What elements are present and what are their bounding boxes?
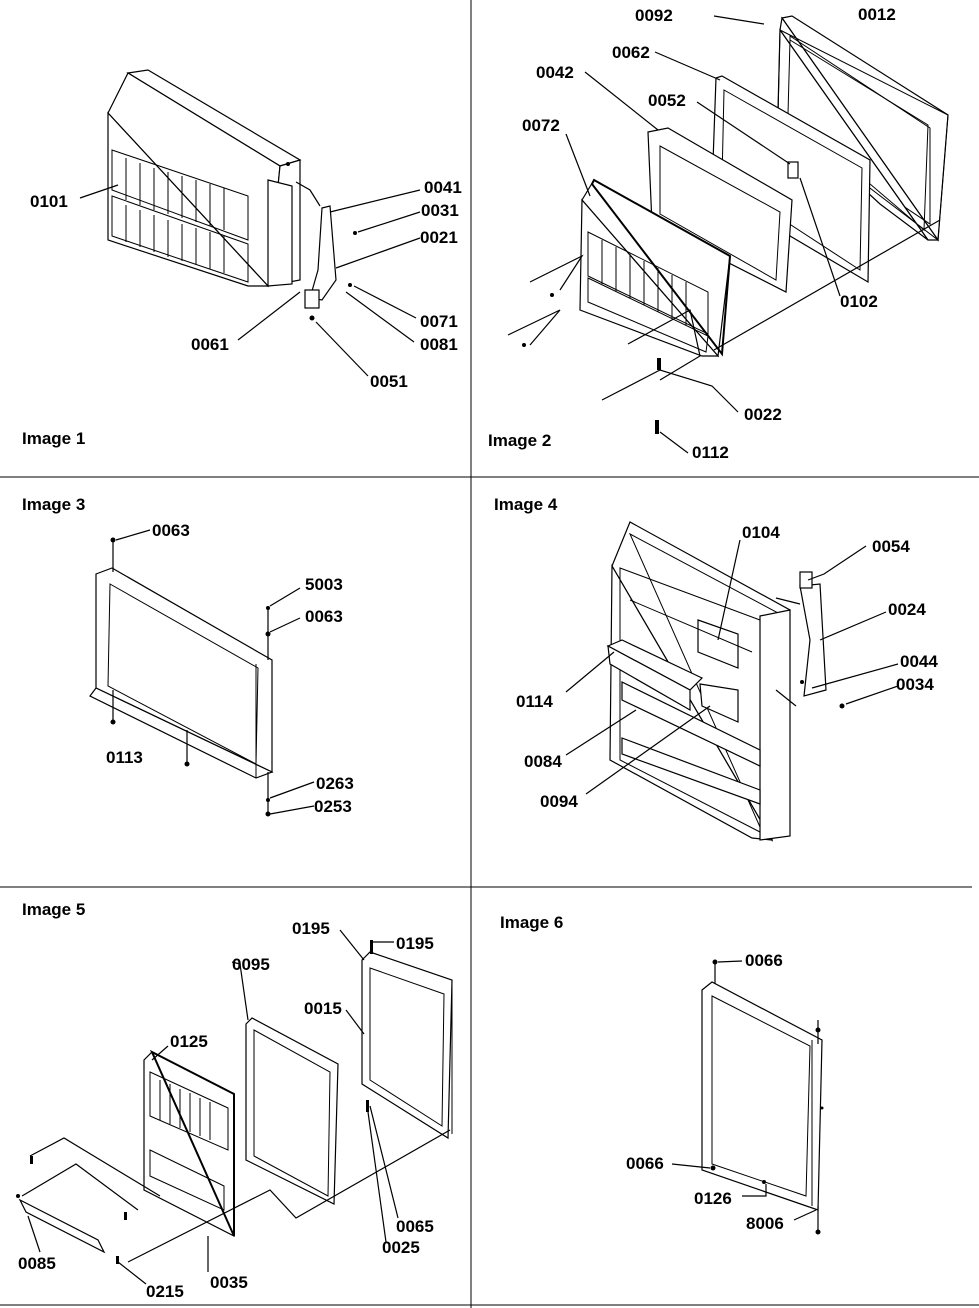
part-label: 0052	[648, 91, 686, 110]
part-label: 0062	[612, 43, 650, 62]
part-label: 0061	[191, 335, 229, 354]
part-label: 0195	[292, 919, 330, 938]
part-label: 0063	[305, 607, 343, 626]
leader-lines	[565, 539, 899, 795]
part-label: 0035	[210, 1273, 248, 1292]
part-label: 0081	[420, 335, 458, 354]
part-label: 0031	[421, 201, 459, 220]
part-label: 0063	[152, 521, 190, 540]
leader-lines	[21, 929, 451, 1285]
hinge-pins	[655, 161, 799, 434]
part-label: 0101	[30, 192, 68, 211]
panel-image-4: Image 4	[494, 495, 938, 842]
part-label: 0051	[370, 372, 408, 391]
panel-title: Image 1	[22, 429, 85, 448]
part-label: 0022	[744, 405, 782, 424]
part-label: 0114	[516, 692, 553, 711]
shelf-rail	[16, 940, 373, 1264]
part-label: 0085	[18, 1254, 56, 1273]
leader-lines	[671, 960, 819, 1232]
panel-title: Image 4	[494, 495, 558, 514]
panel-image-5: Image 5	[16, 900, 453, 1301]
leader-lines	[507, 15, 941, 454]
part-label: 0095	[232, 955, 270, 974]
part-label: 0084	[524, 752, 562, 771]
part-label: 0044	[900, 652, 938, 671]
door-hinge	[799, 571, 845, 709]
leader-lines	[79, 181, 421, 377]
panel-image-6: Image 6 0066 0066 0126 8006	[500, 913, 824, 1235]
outer-door-panel	[361, 951, 453, 1140]
fresh-food-door	[606, 521, 791, 842]
part-label: 0092	[635, 6, 673, 25]
hinge-bracket	[304, 205, 357, 321]
outer-door-panel	[777, 15, 949, 242]
part-label: 0012	[858, 5, 896, 24]
part-label: 0015	[304, 999, 342, 1018]
panel-title: Image 3	[22, 495, 85, 514]
panel-title: Image 6	[500, 913, 563, 932]
panel-title: Image 2	[488, 431, 551, 450]
freezer-drawer-assembly	[107, 69, 302, 288]
part-label: 0263	[316, 774, 354, 793]
part-label: 0195	[396, 934, 434, 953]
panel-title: Image 5	[22, 900, 85, 919]
panel-image-3: Image 3 0063 5003 0	[22, 495, 354, 817]
part-label: 0253	[314, 797, 352, 816]
part-label: 0072	[522, 116, 560, 135]
part-label: 0215	[146, 1282, 184, 1301]
part-label: 0065	[396, 1217, 434, 1236]
door-gasket	[245, 1017, 339, 1205]
part-label: 0025	[382, 1238, 420, 1257]
part-label: 8006	[746, 1214, 784, 1233]
part-label: 0034	[896, 675, 934, 694]
part-label: 0021	[420, 228, 458, 247]
part-label: 0094	[540, 792, 578, 811]
door-frame	[701, 959, 824, 1235]
part-label: 0024	[888, 600, 926, 619]
part-label: 0066	[745, 951, 783, 970]
part-label: 5003	[305, 575, 343, 594]
inner-gasket-frame	[647, 127, 793, 293]
part-label: 0071	[420, 312, 458, 331]
part-label: 0126	[694, 1189, 732, 1208]
leader-lines	[112, 529, 315, 815]
part-label: 0041	[424, 178, 462, 197]
part-label: 0066	[626, 1154, 664, 1173]
part-label: 0042	[536, 63, 574, 82]
part-label: 0113	[106, 748, 143, 767]
panel-image-2: Image 2	[488, 5, 949, 462]
panel-image-1: Image 1	[22, 69, 462, 448]
door-frame	[89, 537, 274, 817]
part-label: 0125	[170, 1032, 208, 1051]
part-label: 0104	[742, 523, 780, 542]
door-liner-with-shelves	[143, 1049, 235, 1237]
part-label: 0112	[692, 443, 729, 462]
part-label: 0054	[872, 537, 910, 556]
part-label: 0102	[840, 292, 878, 311]
door-shelf-liner	[522, 178, 732, 358]
